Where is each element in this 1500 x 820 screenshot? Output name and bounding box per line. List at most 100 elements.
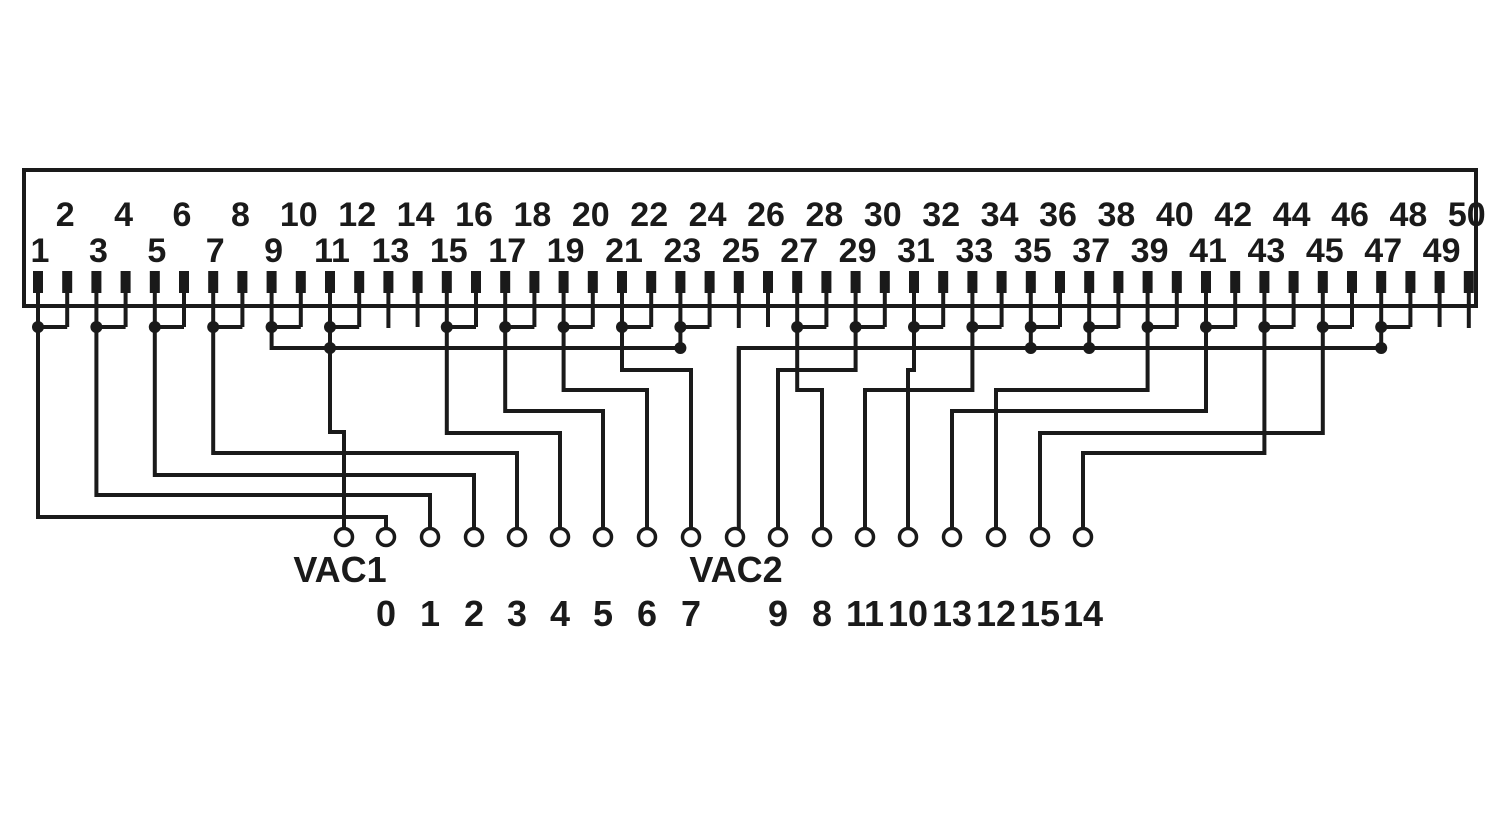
junction-dot — [499, 321, 512, 333]
junction-dot — [207, 321, 220, 333]
pin-label-23: 23 — [663, 232, 701, 270]
terminal-11 — [811, 526, 833, 548]
pin-label-49: 49 — [1423, 232, 1461, 270]
terminal-3 — [463, 526, 485, 548]
pin-16 — [471, 271, 481, 293]
pin-label-3: 3 — [89, 232, 108, 270]
pin-label-34: 34 — [981, 196, 1019, 234]
pin-label-43: 43 — [1247, 232, 1285, 270]
pin-37 — [1084, 271, 1095, 293]
pin-label-12: 12 — [338, 196, 376, 234]
channel-label-0: 0 — [376, 593, 396, 634]
pin-label-10: 10 — [280, 196, 318, 234]
channel-label-14: 15 — [1020, 593, 1060, 634]
pin-49 — [1434, 271, 1445, 293]
pin-40 — [1171, 271, 1182, 293]
pin-label-2: 2 — [56, 196, 75, 234]
wire-14 — [950, 327, 1208, 537]
junction-dot — [557, 321, 570, 333]
junction-dot — [1375, 342, 1388, 354]
terminal-1 — [375, 526, 397, 548]
terminal-0 — [333, 526, 355, 548]
wire-16 — [1038, 327, 1325, 537]
pin-label-16: 16 — [455, 196, 493, 234]
pin-18 — [529, 271, 540, 293]
terminal-9 — [724, 526, 746, 548]
pin-label-27: 27 — [780, 232, 818, 270]
pin-7 — [208, 271, 219, 293]
junction-dot — [1141, 321, 1154, 333]
pin-label-14: 14 — [397, 196, 435, 234]
pin-2 — [62, 271, 73, 293]
channel-label-13: 12 — [976, 593, 1016, 634]
pin-label-32: 32 — [922, 196, 960, 234]
pin-21 — [617, 271, 627, 293]
pin-label-30: 30 — [864, 196, 902, 234]
pin-label-38: 38 — [1097, 196, 1135, 234]
pin-31 — [909, 271, 919, 293]
junction-dot — [966, 321, 979, 333]
pin-32 — [938, 271, 949, 293]
terminal-6 — [592, 526, 614, 548]
pin-45 — [1317, 271, 1328, 293]
terminal-4 — [506, 526, 528, 548]
pin-17 — [500, 271, 511, 293]
pin-label-13: 13 — [371, 232, 409, 270]
pin-42 — [1230, 271, 1241, 293]
wire-17 — [1081, 327, 1267, 537]
junction-dot — [1024, 321, 1037, 333]
pin-label-44: 44 — [1273, 196, 1311, 234]
pin-label-36: 36 — [1039, 196, 1077, 234]
terminal-16 — [1029, 526, 1051, 548]
wire-3 — [152, 327, 476, 537]
channel-label-4: 4 — [550, 593, 570, 634]
pin-label-8: 8 — [231, 196, 250, 234]
pin-label-25: 25 — [722, 232, 760, 270]
pin-label-35: 35 — [1014, 232, 1052, 270]
channel-label-12: 13 — [932, 593, 972, 634]
pin-label-42: 42 — [1214, 196, 1252, 234]
pin-15 — [441, 271, 452, 293]
pin-33 — [967, 271, 978, 293]
terminal-8 — [680, 526, 702, 548]
pin-44 — [1288, 271, 1299, 293]
pin-5 — [149, 271, 160, 293]
channel-label-10: 11 — [846, 593, 884, 634]
pin-label-5: 5 — [147, 232, 166, 270]
terminal-13 — [897, 526, 919, 548]
pin-23 — [675, 271, 686, 293]
pin-label-6: 6 — [173, 196, 192, 234]
junction-dot — [1024, 342, 1037, 354]
pin-39 — [1142, 271, 1153, 293]
junction-dot — [616, 321, 628, 333]
channel-label-7: 7 — [681, 593, 701, 634]
pin-label-24: 24 — [689, 196, 727, 234]
pin-label-21: 21 — [605, 232, 643, 270]
pin-label-29: 29 — [839, 232, 877, 270]
wire-15 — [994, 327, 1150, 537]
pin-20 — [587, 271, 598, 293]
terminal-15 — [985, 526, 1007, 548]
junction-dot — [1258, 321, 1271, 333]
wires — [36, 325, 1411, 537]
terminal-2 — [419, 526, 441, 548]
pin-label-20: 20 — [572, 196, 610, 234]
pin-label-46: 46 — [1331, 196, 1369, 234]
pin-label-22: 22 — [630, 196, 668, 234]
pin-14 — [412, 271, 423, 293]
terminal-12 — [854, 526, 876, 548]
pin-29 — [850, 271, 861, 293]
junction-dot — [90, 321, 103, 333]
pin-46 — [1347, 271, 1357, 293]
pin-22 — [646, 271, 657, 293]
wire-10 — [776, 327, 858, 537]
wire-11 — [795, 327, 824, 537]
pin-label-17: 17 — [488, 232, 526, 270]
pin-34 — [996, 271, 1007, 293]
junction-dot — [324, 342, 336, 354]
pin-30 — [879, 271, 890, 293]
junction-dot — [791, 321, 804, 333]
